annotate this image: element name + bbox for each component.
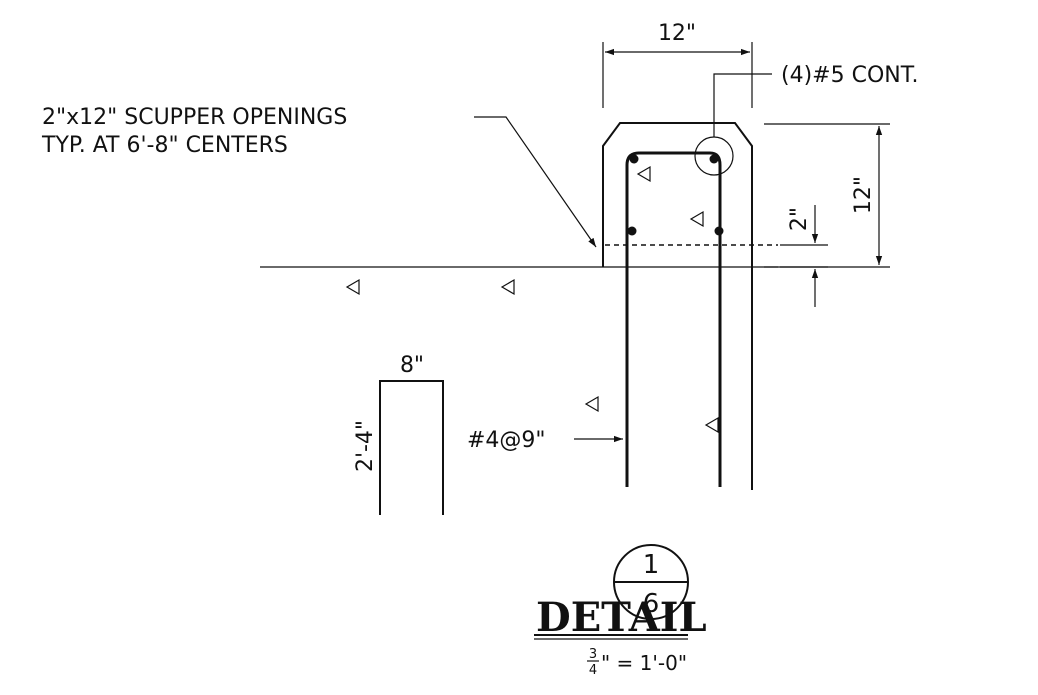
stirrup-label: #4@9" [467, 428, 546, 453]
detail-number: 1 [643, 550, 660, 580]
curb-outline [602, 122, 753, 490]
scale-text: " = 1'-0" [601, 651, 687, 675]
aggregate-mark [704, 416, 719, 434]
callout-leader [713, 73, 772, 137]
aggregate-mark [636, 165, 651, 183]
scale-numerator: 3 [589, 647, 597, 662]
rebar-dot-top-left [629, 154, 639, 164]
scupper-leader [474, 116, 597, 248]
top-width-label: 12" [658, 21, 696, 46]
stirrup-bar [625, 151, 722, 487]
detail-title: DETAIL [536, 594, 707, 641]
aggregate-mark [584, 395, 599, 413]
rebar-dot-bottom-right [714, 226, 724, 236]
aggregate-mark [689, 210, 704, 228]
opening-outline [379, 380, 444, 515]
opening-height-label: 2'-4" [353, 420, 378, 472]
right-height-label: 12" [851, 176, 876, 214]
scale-denominator: 4 [589, 663, 597, 678]
aggregate-mark [345, 278, 360, 296]
cont-bars-label: (4)#5 CONT. [781, 63, 919, 88]
aggregate-mark [500, 278, 515, 296]
rebar-dot-top-right [709, 154, 719, 164]
scupper-note-line1: 2"x12" SCUPPER OPENINGS [42, 105, 347, 130]
scupper-height-label: 2" [787, 207, 812, 231]
opening-width-label: 8" [400, 353, 424, 378]
rebar-dot-bottom-left [627, 226, 637, 236]
scupper-note-line2: TYP. AT 6'-8" CENTERS [41, 133, 288, 158]
sheet-number: 6 [643, 589, 660, 619]
